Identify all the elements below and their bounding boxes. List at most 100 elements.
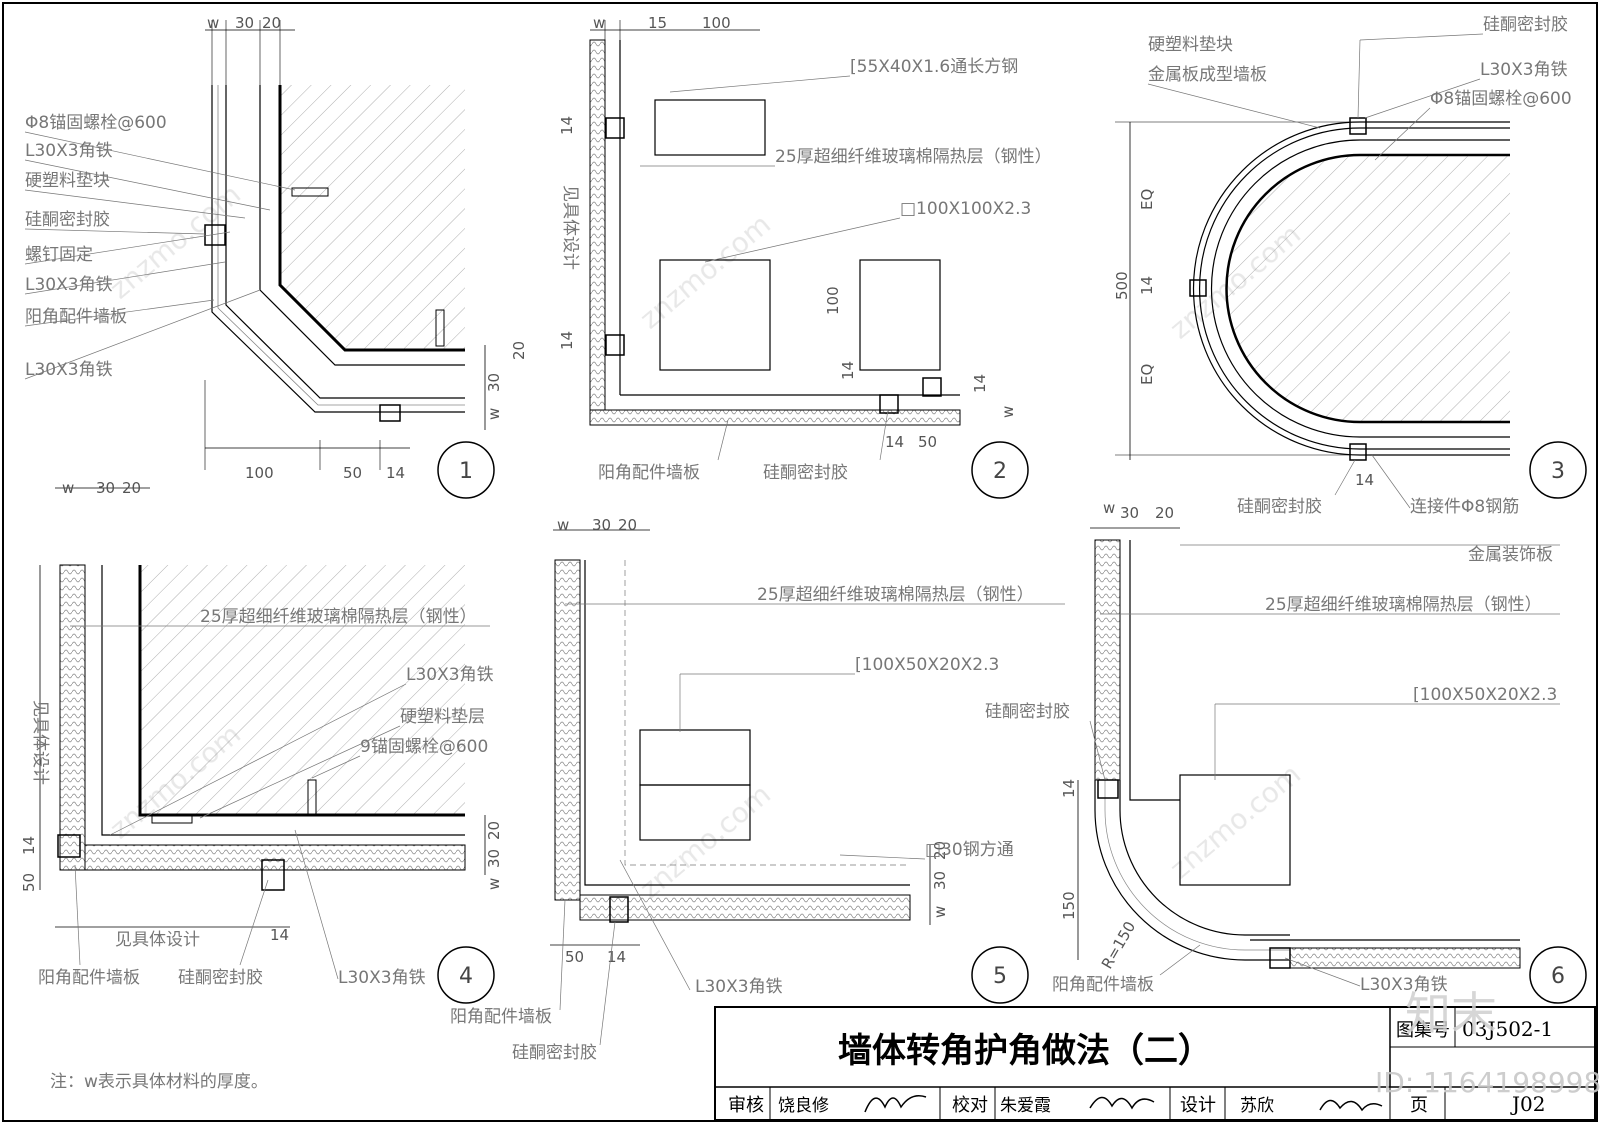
svg-text:14: 14 bbox=[270, 926, 289, 944]
svg-text:14: 14 bbox=[607, 948, 626, 966]
svg-text:25厚超细纤维玻璃棉隔热层（钢性）: 25厚超细纤维玻璃棉隔热层（钢性） bbox=[200, 607, 477, 627]
design-label: 设计 bbox=[1180, 1095, 1216, 1116]
svg-text:14: 14 bbox=[839, 361, 857, 380]
svg-text:[55X40X1.6通长方钢: [55X40X1.6通长方钢 bbox=[850, 57, 1018, 77]
detail-3: EQ 500 14 EQ 14 硬塑料垫块 金属板成型墙板 硅酮密封胶 L30X… bbox=[1113, 15, 1587, 517]
drawing-title: 墙体转角护角做法（二） bbox=[838, 1031, 1212, 1071]
svg-text:螺钉固定: 螺钉固定 bbox=[25, 245, 93, 265]
svg-text:EQ: EQ bbox=[1138, 189, 1156, 210]
svg-text:阳角配件墙板: 阳角配件墙板 bbox=[450, 1007, 552, 1027]
detail-number: 6 bbox=[1551, 964, 1565, 989]
svg-text:100: 100 bbox=[824, 286, 842, 315]
title-block: 墙体转角护角做法（二） 图集号 03J502-1 审核 饶良修 校对 朱爱霞 设… bbox=[714, 1006, 1596, 1121]
svg-text:w: w bbox=[931, 906, 949, 918]
svg-text:500: 500 bbox=[1113, 271, 1131, 300]
svg-text:[100X50X20X2.3: [100X50X20X2.3 bbox=[855, 655, 999, 675]
svg-text:100: 100 bbox=[702, 14, 731, 32]
check-name: 朱爱霞 bbox=[1000, 1096, 1051, 1116]
detail-number-circle bbox=[1529, 946, 1587, 1004]
svg-text:50: 50 bbox=[20, 873, 38, 892]
svg-text:阳角配件墙板: 阳角配件墙板 bbox=[25, 307, 127, 327]
svg-text:30: 30 bbox=[485, 373, 503, 392]
svg-text:L30X3角铁: L30X3角铁 bbox=[406, 665, 494, 685]
svg-text:100: 100 bbox=[245, 464, 274, 482]
svg-text:14: 14 bbox=[386, 464, 405, 482]
detail-number: 4 bbox=[459, 964, 473, 989]
svg-text:L30X3角铁: L30X3角铁 bbox=[1360, 975, 1448, 995]
svg-text:硅酮密封胶: 硅酮密封胶 bbox=[178, 968, 263, 988]
svg-text:EQ: EQ bbox=[1138, 364, 1156, 385]
anchor-bolt-icon bbox=[435, 309, 445, 347]
design-name: 苏欣 bbox=[1240, 1096, 1274, 1116]
svg-text:25厚超细纤维玻璃棉隔热层（钢性）: 25厚超细纤维玻璃棉隔热层（钢性） bbox=[775, 147, 1052, 167]
svg-text:30: 30 bbox=[235, 14, 254, 32]
page-label: 页 bbox=[1410, 1095, 1428, 1116]
svg-text:14: 14 bbox=[20, 836, 38, 855]
watermark-brand: 知末 bbox=[1405, 987, 1497, 1041]
svg-text:见具体设计: 见具体设计 bbox=[560, 185, 580, 270]
svg-text:阳角配件墙板: 阳角配件墙板 bbox=[38, 968, 140, 988]
svg-text:阳角配件墙板: 阳角配件墙板 bbox=[1052, 975, 1154, 995]
svg-text:14: 14 bbox=[1138, 276, 1156, 295]
anchor-bolt-icon bbox=[291, 187, 329, 197]
svg-text:□30钢方通: □30钢方通 bbox=[925, 840, 1014, 860]
svg-text:阳角配件墙板: 阳角配件墙板 bbox=[598, 463, 700, 483]
svg-text:14: 14 bbox=[1060, 779, 1078, 798]
svg-text:w: w bbox=[207, 14, 219, 32]
svg-text:R=150: R=150 bbox=[1098, 918, 1139, 972]
anchor-bolt-icon bbox=[307, 779, 317, 816]
detail-number: 3 bbox=[1551, 459, 1565, 484]
detail-number-circle bbox=[971, 441, 1029, 499]
detail-number: 5 bbox=[993, 964, 1007, 989]
anchor-bolt-icon bbox=[151, 814, 193, 824]
svg-text:25厚超细纤维玻璃棉隔热层（钢性）: 25厚超细纤维玻璃棉隔热层（钢性） bbox=[1265, 595, 1542, 615]
check-label: 校对 bbox=[952, 1095, 988, 1116]
svg-text:金属装饰板: 金属装饰板 bbox=[1468, 545, 1553, 565]
svg-text:30: 30 bbox=[592, 516, 611, 534]
detail-5: w 30 20 20 30 w 50 14 25厚超细纤维玻璃棉隔热层（钢性） … bbox=[450, 516, 1065, 1063]
svg-text:Φ8锚固螺栓@600: Φ8锚固螺栓@600 bbox=[25, 113, 167, 133]
svg-text:9锚固螺栓@600: 9锚固螺栓@600 bbox=[360, 737, 488, 757]
atlas-label: 图集号 bbox=[1396, 1020, 1450, 1041]
svg-text:硅酮密封胶: 硅酮密封胶 bbox=[512, 1043, 597, 1063]
svg-text:znzmo.com: znzmo.com bbox=[633, 207, 777, 335]
review-label: 审核 bbox=[728, 1095, 764, 1116]
svg-text:w: w bbox=[62, 479, 74, 497]
svg-text:25厚超细纤维玻璃棉隔热层（钢性）: 25厚超细纤维玻璃棉隔热层（钢性） bbox=[757, 585, 1034, 605]
atlas-number: 03J502-1 bbox=[1462, 1017, 1553, 1041]
svg-text:见具体设计: 见具体设计 bbox=[30, 700, 50, 785]
svg-text:15: 15 bbox=[648, 14, 667, 32]
page-number: J02 bbox=[1510, 1092, 1545, 1116]
svg-text:50: 50 bbox=[918, 433, 937, 451]
detail-number-circle bbox=[437, 441, 495, 499]
svg-text:20: 20 bbox=[485, 821, 503, 840]
svg-text:w: w bbox=[593, 14, 605, 32]
detail-2: w 15 100 14 14 100 14 14 50 14 w [55X40X… bbox=[558, 14, 1052, 499]
svg-text:20: 20 bbox=[122, 479, 141, 497]
designer-signature bbox=[1319, 1099, 1383, 1112]
svg-text:20: 20 bbox=[618, 516, 637, 534]
detail-number-circle bbox=[971, 946, 1029, 1004]
note-text: 注：w表示具体材料的厚度。 bbox=[50, 1072, 268, 1092]
svg-text:20: 20 bbox=[510, 341, 528, 360]
svg-text:Φ8锚固螺栓@600: Φ8锚固螺栓@600 bbox=[1430, 89, 1572, 109]
checker-signature bbox=[1089, 1096, 1155, 1110]
detail-1: w 30 20 100 50 14 20 30 w Φ8锚固螺栓@600 L30… bbox=[24, 14, 528, 499]
svg-text:□100X100X2.3: □100X100X2.3 bbox=[900, 199, 1031, 219]
svg-text:14: 14 bbox=[558, 331, 576, 350]
svg-text:L30X3角铁: L30X3角铁 bbox=[25, 275, 113, 295]
watermark-id: ID: 1164198998 bbox=[1375, 1066, 1600, 1099]
detail-4: w 30 20 14 50 20 30 w 14 25厚超细纤维玻璃棉隔热层（钢… bbox=[20, 479, 503, 1004]
svg-text:50: 50 bbox=[343, 464, 362, 482]
svg-text:L30X3角铁: L30X3角铁 bbox=[25, 141, 113, 161]
review-name: 饶良修 bbox=[778, 1096, 829, 1116]
svg-text:30: 30 bbox=[931, 871, 949, 890]
svg-text:20: 20 bbox=[1155, 504, 1174, 522]
svg-text:L30X3角铁: L30X3角铁 bbox=[338, 968, 426, 988]
detail-6: w 30 20 14 150 R=150 金属装饰板 25厚超细纤维玻璃棉隔热层… bbox=[985, 499, 1587, 1004]
svg-text:硅酮密封胶: 硅酮密封胶 bbox=[985, 702, 1070, 722]
svg-text:硬塑料垫块: 硬塑料垫块 bbox=[25, 171, 110, 191]
svg-text:30: 30 bbox=[485, 849, 503, 868]
svg-text:w: w bbox=[557, 516, 569, 534]
svg-text:[100X50X20X2.3: [100X50X20X2.3 bbox=[1413, 685, 1557, 705]
